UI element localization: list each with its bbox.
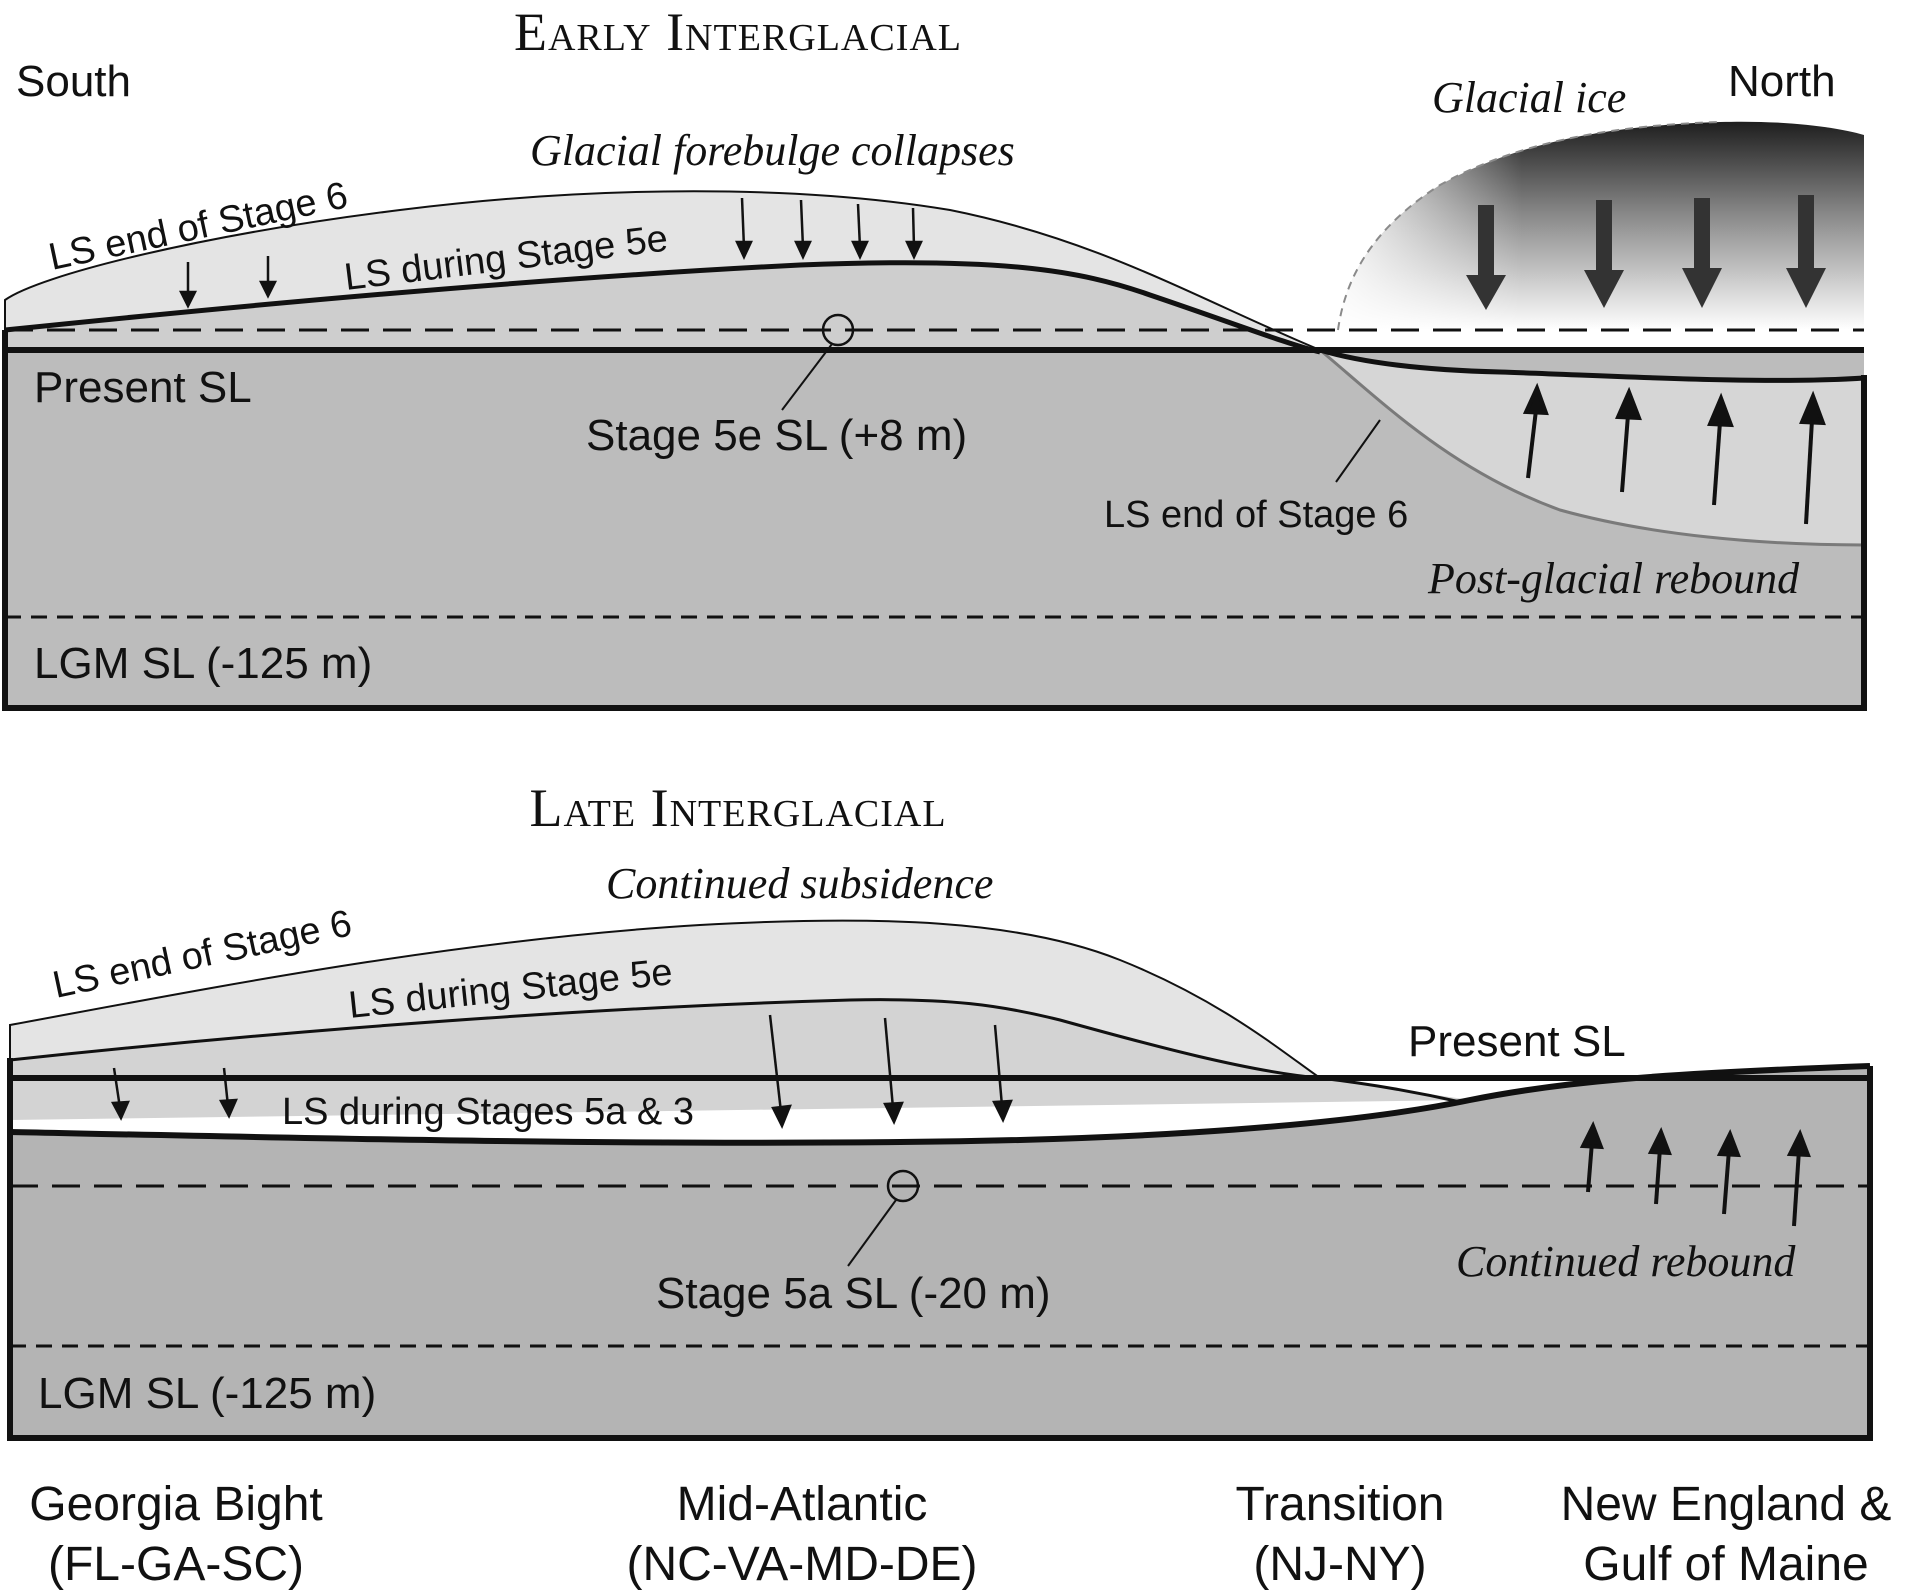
region-mid-atlantic: Mid-Atlantic — [677, 1478, 928, 1531]
subsidence-arrows — [110, 1014, 1013, 1130]
rebound-up-arrows — [1522, 382, 1826, 525]
region-mid-atlantic-states: (NC-VA-MD-DE) — [626, 1538, 977, 1591]
bottom-box-outline — [7, 1058, 1873, 1441]
bottom-panel: Late Interglacial Continued subsidence — [7, 778, 1873, 1441]
stage5e-marker — [821, 313, 855, 347]
stage5a-sl-label: Stage 5a SL (-20 m) — [656, 1269, 1051, 1318]
ls-5a-3-label: LS during Stages 5a & 3 — [282, 1091, 694, 1133]
bottom-ground — [10, 1066, 1870, 1438]
glacial-ice-label: Glacial ice — [1432, 73, 1626, 122]
region-transition-states: (NJ-NY) — [1253, 1538, 1426, 1591]
ls-end-stage6-right-leader — [1335, 419, 1381, 483]
region-gulf-of-maine: Gulf of Maine — [1583, 1538, 1868, 1591]
present-sl-label: Present SL — [34, 363, 252, 412]
top-lgm-sl-label: LGM SL (-125 m) — [34, 639, 372, 688]
ls-5a-3-line — [9, 1063, 1871, 1146]
bottom-panel-title: Late Interglacial — [529, 778, 946, 838]
ls-during-5e-line — [4, 260, 1321, 355]
top-box-outline — [2, 330, 1867, 711]
region-georgia-bight: Georgia Bight — [29, 1478, 323, 1531]
south-label: South — [16, 57, 131, 106]
continued-rebound-arrows — [1579, 1121, 1811, 1227]
north-label: North — [1728, 57, 1836, 106]
continued-rebound-label: Continued rebound — [1456, 1237, 1796, 1286]
region-new-england: New England & — [1561, 1478, 1892, 1531]
stage5e-leader — [781, 343, 833, 411]
top-panel-title: Early Interglacial — [514, 2, 962, 62]
rebound-basin — [1320, 350, 1864, 545]
bottom-ls-during-5e-fill — [10, 999, 1470, 1120]
ls-end-stage6-right-curve — [1319, 348, 1865, 547]
bottom-lgm-sl-label: LGM SL (-125 m) — [38, 1369, 376, 1418]
ls-during-5e-right-line — [1319, 347, 1865, 383]
region-transition: Transition — [1236, 1478, 1445, 1531]
stage5a-marker — [886, 1169, 920, 1203]
stage5e-sl-label: Stage 5e SL (+8 m) — [586, 411, 967, 460]
bottom-present-sl-label: Present SL — [1408, 1017, 1626, 1066]
collapse-arrows — [178, 197, 923, 309]
glacial-ice-outline — [1337, 121, 1721, 331]
region-labels: Georgia Bight (FL-GA-SC) Mid-Atlantic (N… — [29, 1478, 1891, 1591]
top-panel: Early Interglacial South North Glacial i… — [2, 2, 1867, 711]
ls-end-stage6-right-label: LS end of Stage 6 — [1104, 494, 1408, 536]
region-georgia-bight-states: (FL-GA-SC) — [48, 1538, 304, 1591]
ice-load-arrows — [1466, 195, 1826, 310]
forebulge-label: Glacial forebulge collapses — [530, 126, 1015, 175]
post-glacial-rebound-label: Post-glacial rebound — [1427, 554, 1800, 603]
stage5a-leader — [847, 1199, 897, 1267]
continued-subsidence-label: Continued subsidence — [606, 859, 993, 908]
